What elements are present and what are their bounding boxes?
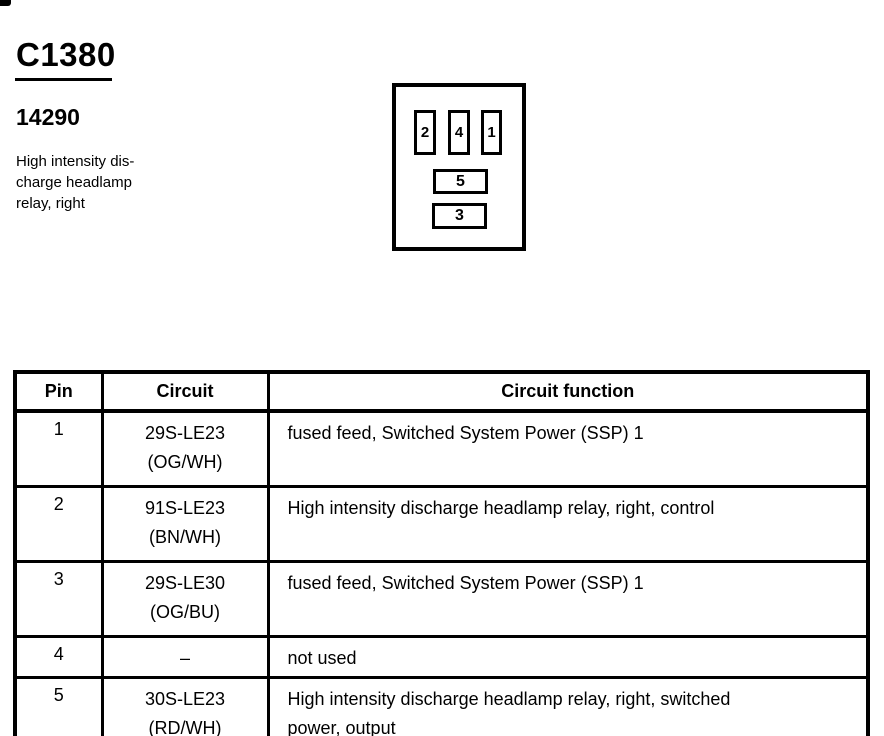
pin-number: 1 — [13, 409, 104, 488]
circuit-function: fused feed, Switched System Power (SSP) … — [266, 560, 870, 638]
connector-description: High intensity dis- charge headlamp rela… — [16, 153, 135, 212]
header-circuit: Circuit — [100, 370, 270, 413]
circuit-function: High intensity discharge headlamp relay,… — [266, 676, 870, 736]
table-row: 1 29S-LE23 (OG/WH) fused feed, Switched … — [13, 409, 870, 488]
connector-pinout-diagram: 2 4 1 5 3 — [392, 83, 526, 251]
pin-number: 5 — [13, 676, 104, 736]
circuit-code: 30S-LE23 (RD/WH) — [100, 676, 270, 736]
header-circuit-function: Circuit function — [266, 370, 870, 413]
pin-cavity-5: 5 — [433, 169, 488, 194]
pin-number: 3 — [13, 560, 104, 638]
circuit-code: 29S-LE30 (OG/BU) — [100, 560, 270, 638]
pin-cavity-1: 1 — [481, 110, 502, 155]
pin-number: 4 — [13, 635, 104, 679]
pin-cavity-4: 4 — [448, 110, 470, 155]
table-row: 3 29S-LE30 (OG/BU) fused feed, Switched … — [13, 560, 870, 638]
table-row: 4 – not used — [13, 635, 870, 679]
circuit-function: not used — [266, 635, 870, 679]
heading-underline — [15, 78, 112, 81]
pin-cavity-2: 2 — [414, 110, 436, 155]
table-row: 5 30S-LE23 (RD/WH) High intensity discha… — [13, 676, 870, 736]
circuit-function: fused feed, Switched System Power (SSP) … — [266, 409, 870, 488]
circuit-code: – — [100, 635, 270, 679]
circuit-code: 29S-LE23 (OG/WH) — [100, 409, 270, 488]
circuit-function: High intensity discharge headlamp relay,… — [266, 485, 870, 563]
pin-cavity-3: 3 — [432, 203, 487, 229]
header-pin: Pin — [13, 370, 104, 413]
table-row: 2 91S-LE23 (BN/WH) High intensity discha… — [13, 485, 870, 563]
pinout-table: Pin Circuit Circuit function 1 29S-LE23 … — [13, 370, 870, 736]
part-number-heading: 14290 — [16, 104, 80, 130]
table-header-row: Pin Circuit Circuit function — [13, 370, 870, 413]
circuit-code: 91S-LE23 (BN/WH) — [100, 485, 270, 563]
connector-id-heading: C1380 — [16, 36, 116, 73]
scan-artifact-mark — [0, 0, 11, 6]
pin-number: 2 — [13, 485, 104, 563]
